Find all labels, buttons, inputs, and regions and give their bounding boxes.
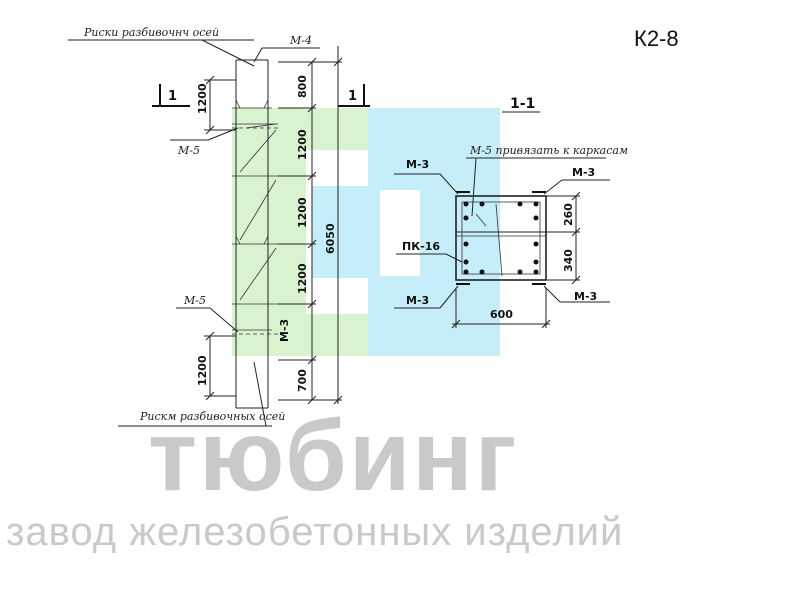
left-dimension-chain [204, 75, 236, 401]
top-axis-note: Риски разбивочнч осей [83, 26, 219, 39]
bottom-axis-note: Рискм разбивочных осей [139, 410, 285, 423]
mark-m3-right-top: М-3 [572, 166, 595, 179]
cut-label-left: 1 [168, 89, 177, 104]
mark-m5-upper: М-5 [177, 144, 200, 157]
mark-m3-right-bottom: М-3 [574, 290, 597, 303]
dim-left-bottom: 1200 [196, 355, 209, 386]
cut-mark-left [152, 84, 190, 107]
mark-m3-left-bottom: М-3 [406, 294, 429, 307]
dim-right-1200-b: 1200 [296, 197, 309, 228]
m5-note: М-5 привязать к каркасам [469, 144, 628, 157]
dim-section-340: 340 [562, 249, 575, 272]
mark-pk16: ПК-16 [402, 240, 440, 253]
dim-right-700: 700 [296, 369, 309, 392]
column-elevation [232, 59, 278, 409]
logo-green-block-bottom [232, 314, 368, 356]
cut-mark-right [338, 84, 370, 107]
section-width-dim [451, 288, 551, 329]
logo-white-cut [380, 190, 420, 276]
mark-m3-left-top: М-3 [406, 158, 429, 171]
dim-right-1200-c: 1200 [296, 263, 309, 294]
drawing-code: К2-8 [634, 26, 679, 51]
dim-right-800: 800 [296, 75, 309, 98]
mark-m5-lower: М-5 [183, 294, 206, 307]
logo-blue-mid [312, 186, 368, 278]
dim-section-600: 600 [490, 308, 513, 321]
watermark-logo [232, 108, 500, 356]
dim-section-260: 260 [562, 203, 575, 226]
section-vertical-dims [546, 191, 581, 285]
section-1-1 [455, 191, 547, 285]
watermark-tagline: завод железобетонных изделий [6, 510, 623, 554]
dim-total-6050: 6050 [324, 223, 337, 254]
mark-m4: М-4 [289, 34, 312, 47]
mark-m3-column: М-3 [278, 319, 291, 342]
dim-right-1200-a: 1200 [296, 129, 309, 160]
section-title: 1-1 [510, 96, 535, 112]
dim-left-top: 1200 [196, 83, 209, 114]
right-dimension-chain [278, 46, 343, 405]
cut-label-right: 1 [348, 89, 357, 104]
watermark-brand: тюбинг [148, 400, 518, 512]
